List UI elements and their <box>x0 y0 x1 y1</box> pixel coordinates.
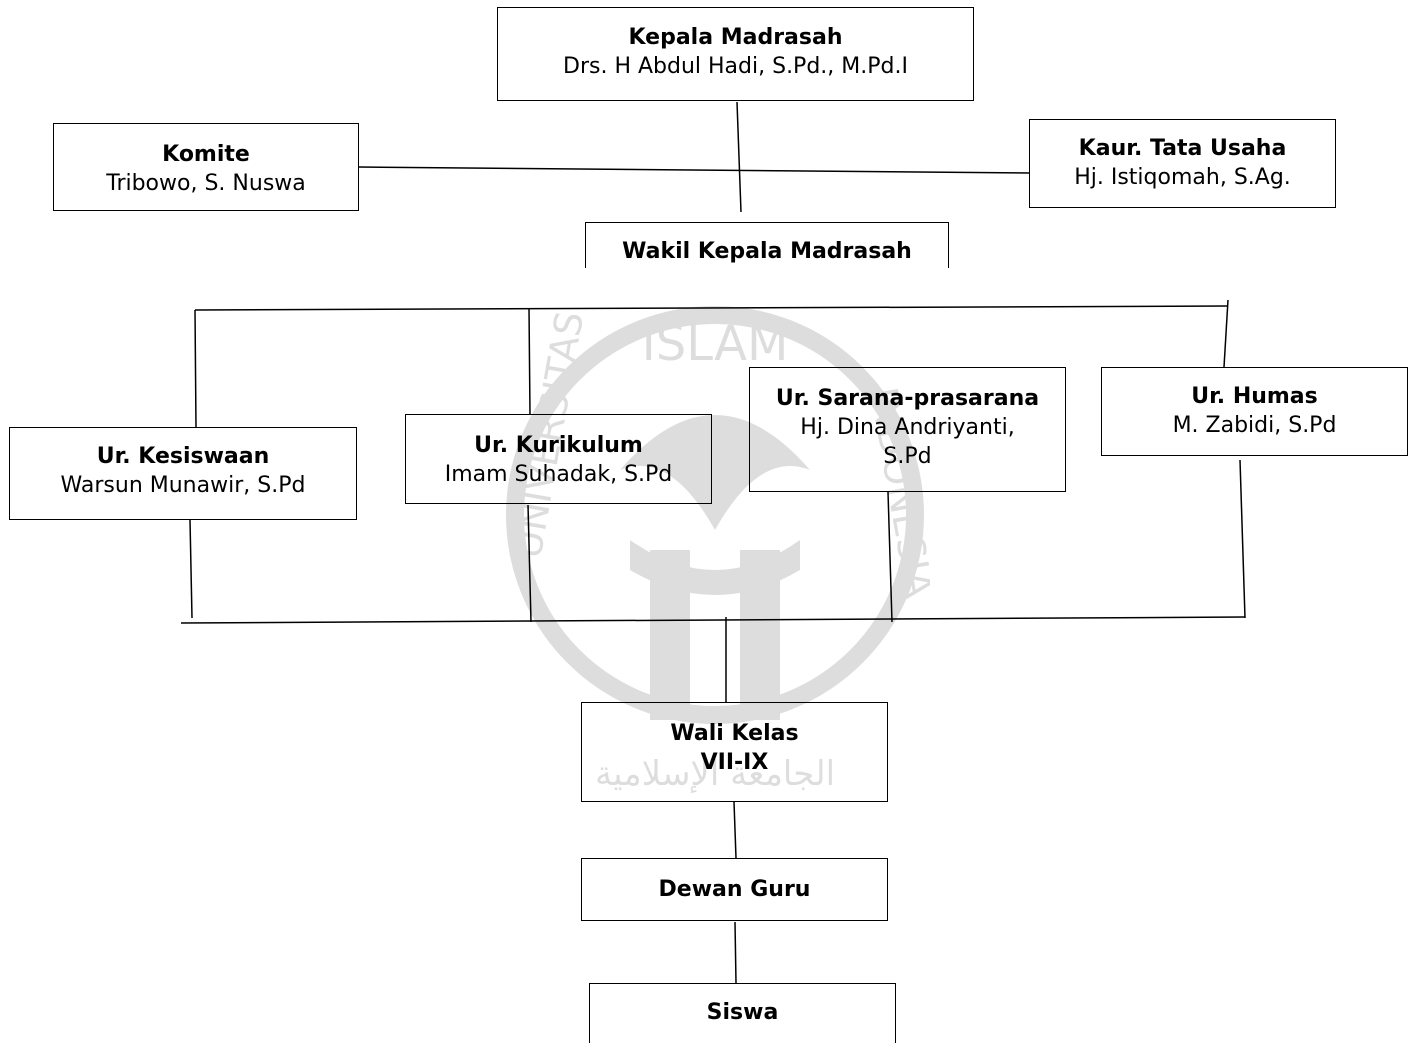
wakil-kepala-title: Wakil Kepala Madrasah <box>622 239 912 264</box>
connector-kepala-wakil <box>736 101 742 213</box>
university-seal-watermark: ISLAM UNIVERSITAS INDONESIA الجامعة الإس… <box>506 306 930 794</box>
connector-top-bus <box>194 305 1229 311</box>
ur-sarana-prasarana-name-line1: Hj. Dina Andriyanti, <box>800 415 1015 440</box>
wali-kelas-title-line1: Wali Kelas <box>670 721 799 746</box>
connector-up-kesiswaan <box>189 519 193 619</box>
wali-kelas-title-line2: VII-IX <box>700 750 769 775</box>
siswa-title: Siswa <box>706 1000 779 1025</box>
ur-kesiswaan-name: Warsun Munawir, S.Pd <box>60 473 306 498</box>
ur-humas-title: Ur. Humas <box>1191 384 1318 409</box>
dewan-guru-box: Dewan Guru <box>581 858 888 921</box>
connector-komite-kaur <box>358 166 1031 174</box>
ur-humas-box: Ur. Humas M. Zabidi, S.Pd <box>1101 367 1408 456</box>
komite-box: Komite Tribowo, S. Nuswa <box>53 123 359 211</box>
watermark-top-text: ISLAM <box>642 316 789 372</box>
connector-dewan-siswa <box>734 921 737 984</box>
kaur-tata-usaha-box: Kaur. Tata Usaha Hj. Istiqomah, S.Ag. <box>1029 119 1336 208</box>
connector-up-humas <box>1239 459 1246 619</box>
komite-title: Komite <box>162 142 250 167</box>
kepala-madrasah-name: Drs. H Abdul Hadi, S.Pd., M.Pd.I <box>563 54 908 79</box>
siswa-box: Siswa <box>589 983 896 1043</box>
kaur-tata-usaha-name: Hj. Istiqomah, S.Ag. <box>1074 165 1291 190</box>
ur-sarana-prasarana-name-line2: S.Pd <box>883 444 932 469</box>
ur-kesiswaan-title: Ur. Kesiswaan <box>96 444 270 469</box>
connector-up-kurikulum <box>527 504 532 623</box>
kaur-tata-usaha-title: Kaur. Tata Usaha <box>1078 136 1287 161</box>
komite-name: Tribowo, S. Nuswa <box>106 171 306 196</box>
ur-kesiswaan-box: Ur. Kesiswaan Warsun Munawir, S.Pd <box>9 427 357 520</box>
connector-drop-humas <box>1223 299 1229 368</box>
ur-sarana-prasarana-box: Ur. Sarana-prasarana Hj. Dina Andriyanti… <box>749 367 1066 492</box>
kepala-madrasah-title: Kepala Madrasah <box>628 25 843 50</box>
ur-humas-name: M. Zabidi, S.Pd <box>1172 413 1337 438</box>
wali-kelas-box: Wali Kelas VII-IX <box>581 702 888 802</box>
connector-up-sarpras <box>887 491 893 623</box>
connector-bottom-bus <box>180 616 1246 624</box>
ur-sarana-prasarana-title: Ur. Sarana-prasarana <box>775 386 1040 411</box>
connector-drop-kesiswaan <box>194 309 197 429</box>
dewan-guru-title: Dewan Guru <box>658 877 811 902</box>
kepala-madrasah-box: Kepala Madrasah Drs. H Abdul Hadi, S.Pd.… <box>497 7 974 101</box>
watermark-bottom-text: الجامعة الإسلامية <box>595 754 835 794</box>
connector-drop-kurikulum <box>528 307 531 416</box>
connector-wali-dewan <box>733 801 737 859</box>
ur-kurikulum-name: Imam Suhadak, S.Pd <box>444 462 673 487</box>
wakil-kepala-box: Wakil Kepala Madrasah <box>585 222 949 268</box>
ur-kurikulum-title: Ur. Kurikulum <box>474 433 643 458</box>
ur-kurikulum-box: Ur. Kurikulum Imam Suhadak, S.Pd <box>405 414 712 504</box>
